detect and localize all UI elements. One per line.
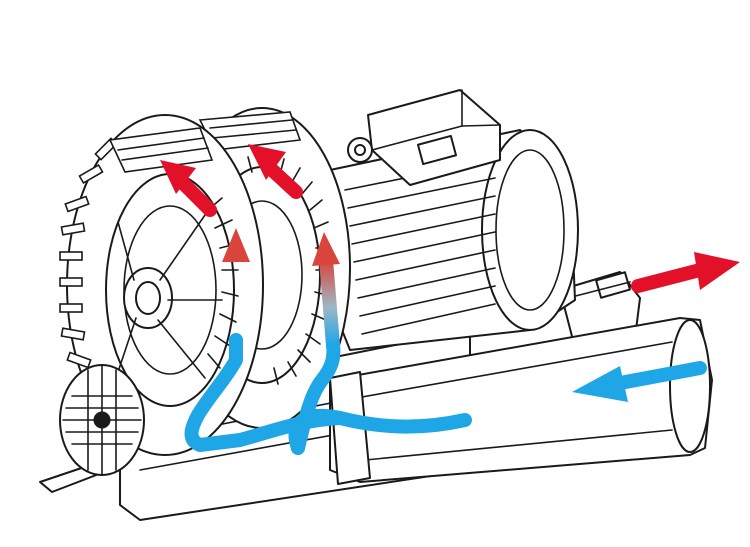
arrow-right-icon	[631, 252, 740, 293]
exhaust-arrow-stage-1	[160, 160, 217, 217]
arrow-left-icon	[572, 361, 707, 402]
exhaust-arrow-stage-2	[248, 144, 303, 199]
intake-flow-path	[184, 333, 472, 455]
fan-cover	[59, 364, 145, 476]
heated-flow-stage-1	[222, 228, 250, 347]
electric-motor	[329, 89, 579, 351]
heated-flow-stage-2	[312, 232, 340, 352]
inlet-silencer	[329, 317, 713, 485]
